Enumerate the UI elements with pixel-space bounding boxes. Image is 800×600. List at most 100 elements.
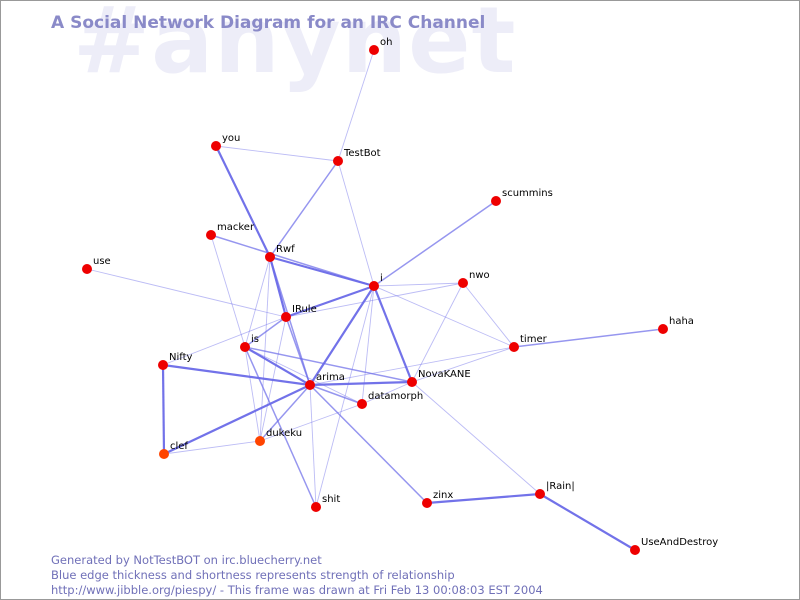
node-dot-arima	[305, 380, 315, 390]
node-datamorph: datamorph	[357, 391, 423, 409]
edge-you-rwf	[215, 145, 271, 258]
node-dot-useanddestroy	[630, 545, 640, 555]
edge-testbot-i	[337, 160, 375, 287]
edge-i-arima	[309, 285, 375, 386]
node-label-clef: clef	[170, 441, 188, 452]
node-dot-timer	[509, 342, 519, 352]
edge-arima-dukeku	[259, 384, 311, 442]
node-dot-haha	[658, 324, 668, 334]
edge-i-nwo	[373, 282, 464, 287]
node-dot-you	[211, 141, 221, 151]
edge-use-irule	[86, 268, 287, 318]
edge-is-shit	[244, 346, 317, 508]
node-dot-rain	[535, 489, 545, 499]
node-dot-nwo	[458, 278, 468, 288]
node-dot-testbot	[333, 156, 343, 166]
edge-i-novakane	[372, 285, 414, 383]
node-dukeku: dukeku	[255, 428, 302, 446]
node-label-use: use	[93, 256, 111, 267]
node-label-macker: macker	[217, 222, 255, 233]
node-dot-datamorph	[357, 399, 367, 409]
edge-i-scummins	[373, 200, 497, 287]
node-dot-irule	[281, 312, 291, 322]
edge-is-dukeku	[244, 346, 261, 442]
node-you: you	[211, 133, 240, 151]
edge-nifty-arima	[162, 363, 311, 387]
edge-arima-clef	[163, 384, 311, 455]
edge-i-irule	[285, 284, 375, 319]
node-label-nifty: Nifty	[169, 352, 193, 363]
edge-irule-nifty	[162, 316, 287, 366]
node-rain: |Rain|	[535, 481, 575, 499]
node-label-rwf: Rwf	[276, 244, 295, 255]
node-nwo: nwo	[458, 270, 490, 288]
edge-rain-useanddestroy	[539, 493, 636, 551]
node-label-testbot: TestBot	[343, 148, 381, 159]
edge-arima-novakane	[309, 380, 413, 387]
node-label-zinx: zinx	[433, 490, 453, 501]
node-label-shit: shit	[322, 494, 340, 505]
node-label-you: you	[222, 133, 240, 144]
node-label-datamorph: datamorph	[368, 391, 423, 402]
edge-testbot-you	[215, 145, 339, 162]
node-dot-scummins	[491, 196, 501, 206]
edge-is-novakane	[244, 346, 413, 383]
footer-legend-note: Blue edge thickness and shortness repres…	[51, 568, 455, 582]
channel-watermark: #anynet	[73, 0, 517, 94]
node-testbot: TestBot	[333, 148, 381, 166]
edge-novakane-datamorph	[361, 381, 413, 405]
node-dot-rwf	[265, 252, 275, 262]
diagram-title: A Social Network Diagram for an IRC Chan…	[51, 13, 486, 33]
edge-nwo-novakane	[411, 282, 464, 383]
node-is: is	[240, 334, 259, 352]
node-scummins: scummins	[491, 188, 553, 206]
edge-is-datamorph	[244, 346, 363, 405]
node-dot-novakane	[407, 377, 417, 387]
node-clef: clef	[159, 441, 188, 459]
node-dot-oh	[369, 45, 379, 55]
footer: Generated by NotTestBOT on irc.bluecherr…	[51, 553, 543, 598]
edge-rwf-dukeku	[259, 256, 271, 442]
edge-dukeku-clef	[163, 440, 261, 455]
edge-timer-haha	[513, 328, 664, 348]
edge-arima-datamorph	[309, 384, 363, 405]
node-dot-zinx	[422, 498, 432, 508]
node-label-useanddestroy: UseAndDestroy	[641, 537, 718, 548]
node-irule: IRule	[281, 304, 317, 322]
node-label-irule: IRule	[292, 304, 317, 315]
edge-timer-novakane	[411, 346, 515, 383]
node-label-nwo: nwo	[469, 270, 490, 281]
edge-zinx-rain	[426, 492, 541, 505]
node-rwf: Rwf	[265, 244, 295, 262]
node-dot-use	[82, 264, 92, 274]
edge-rwf-arima	[269, 256, 311, 386]
edge-novakane-rain	[411, 381, 541, 495]
node-label-rain: |Rain|	[546, 481, 575, 492]
node-dot-clef	[159, 449, 169, 459]
edge-i-timer	[373, 285, 515, 348]
node-i: i	[369, 273, 383, 291]
edge-arima-shit	[309, 384, 317, 508]
node-useanddestroy: UseAndDestroy	[630, 537, 718, 555]
node-haha: haha	[658, 316, 694, 334]
node-shit: shit	[311, 494, 340, 512]
node-dot-shit	[311, 502, 321, 512]
edge-nifty-clef	[161, 364, 166, 455]
node-dot-nifty	[158, 360, 168, 370]
node-dot-i	[369, 281, 379, 291]
node-label-is: is	[251, 334, 259, 345]
node-dot-is	[240, 342, 250, 352]
edge-irule-nwo	[285, 282, 464, 318]
edge-is-arima	[244, 346, 311, 386]
node-label-timer: timer	[520, 334, 548, 345]
node-nifty: Nifty	[158, 352, 193, 370]
edges-layer	[86, 49, 664, 551]
node-macker: macker	[206, 222, 255, 240]
edge-i-shit	[315, 285, 375, 508]
node-timer: timer	[509, 334, 548, 352]
edge-datamorph-dukeku	[259, 403, 363, 442]
node-dot-macker	[206, 230, 216, 240]
edge-timer-arima	[309, 346, 515, 386]
edge-macker-is	[210, 234, 246, 348]
